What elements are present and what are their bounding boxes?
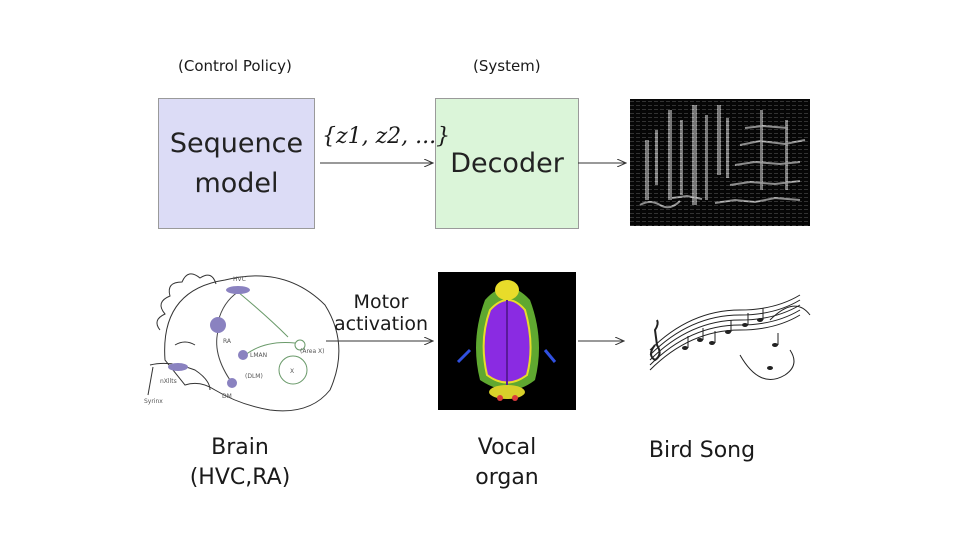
motor-line1: Motor — [353, 291, 409, 313]
brain-label-nxllts: nXllts — [160, 378, 177, 385]
vocal-line2: organ — [475, 464, 539, 490]
bird-song-label: Bird Song — [648, 438, 756, 463]
music-note-stems — [687, 308, 779, 348]
motor-activation-label: Motor activation — [326, 291, 436, 336]
latent-sequence-label: {z1, z2, ...} — [322, 124, 451, 149]
brain-line1: Brain — [211, 435, 269, 460]
motor-line2: activation — [333, 312, 429, 335]
brain-label-ra: RA — [223, 338, 232, 345]
brain-nuclei — [168, 286, 250, 388]
brain-label-x: X — [290, 368, 294, 375]
decoder-label: Decoder — [450, 147, 564, 179]
brain-line2: (HVC,RA) — [189, 464, 291, 490]
brain-diagram — [147, 273, 340, 412]
sequence-model-box: Sequence model — [158, 98, 315, 229]
music-notes-image — [649, 294, 811, 380]
brain-label-dm: DM — [222, 393, 232, 400]
brain-label-hvc: HVC — [233, 276, 246, 283]
vocal-organ-image — [438, 272, 576, 410]
sequence-model-line2: model — [194, 167, 279, 199]
control-policy-label: (Control Policy) — [178, 57, 292, 75]
brain-label-syrinx: Syrinx — [144, 398, 163, 405]
brain-label-area-x: (Area X) — [300, 348, 325, 355]
brain-label-dlm: (DLM) — [245, 373, 263, 380]
sequence-model-line1: Sequence — [169, 128, 304, 160]
vocal-line1: Vocal — [477, 435, 537, 460]
system-label: (System) — [473, 57, 541, 75]
decoder-box: Decoder — [435, 98, 579, 229]
brain-label: Brain (HVC,RA) — [178, 433, 302, 492]
vocal-organ-label: Vocal organ — [462, 433, 552, 492]
spectrogram-image — [630, 99, 810, 226]
brain-label-lman: LMAN — [250, 352, 267, 359]
music-note-heads — [682, 318, 778, 370]
